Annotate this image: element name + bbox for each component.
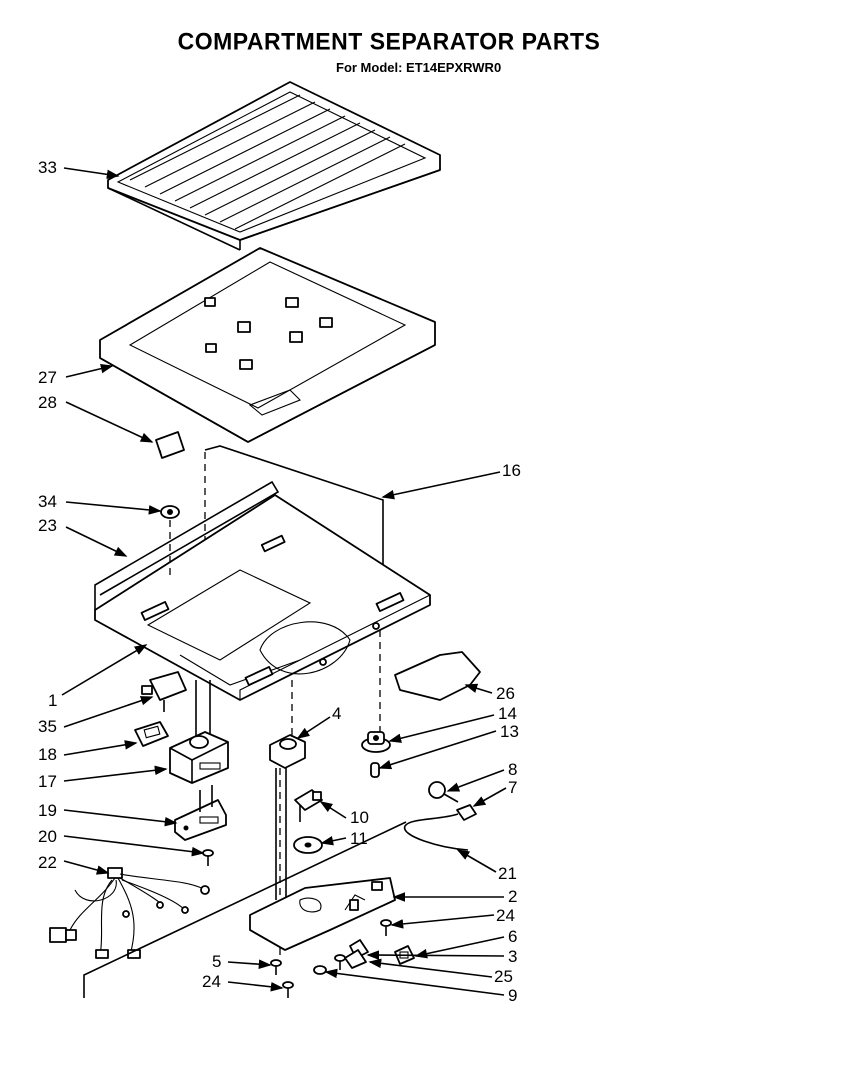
callout-11: 11 <box>350 829 368 848</box>
part-5-screw <box>270 959 282 975</box>
part-3-terminal-block <box>344 939 369 969</box>
callout-3: 3 <box>508 947 518 966</box>
part-11-grommet <box>293 836 323 854</box>
callout-1: 1 <box>48 691 58 710</box>
part-16-wire <box>204 445 384 580</box>
part-18-bracket <box>134 721 169 747</box>
part-2-base-plate <box>249 877 396 951</box>
part-4-sensor-holder <box>269 734 306 769</box>
callout-21: 21 <box>498 864 517 883</box>
callout-4: 4 <box>332 704 342 723</box>
callout-26: 26 <box>496 684 515 703</box>
part-24-screw-lower <box>282 981 294 998</box>
part-35-damper-knob <box>141 671 187 712</box>
callout-10: 10 <box>350 808 369 827</box>
callout-23: 23 <box>38 516 57 535</box>
callout-34: 34 <box>38 492 57 511</box>
callout-33: 33 <box>38 158 57 177</box>
callout-19: 19 <box>38 801 57 820</box>
part-34-nut <box>160 505 180 519</box>
callout-28: 28 <box>38 393 57 412</box>
model-subtitle: For Model: ET14EPXRWR0 <box>336 60 502 75</box>
callout-24-upper: 24 <box>496 906 515 925</box>
callout-2: 2 <box>508 887 518 906</box>
part-13-bulb <box>370 762 380 778</box>
part-10-switch <box>294 789 323 822</box>
part-8-terminal <box>428 781 459 803</box>
part-9-washer <box>313 965 327 975</box>
callout-8: 8 <box>508 760 518 779</box>
callout-14: 14 <box>498 704 517 723</box>
part-7-connector <box>456 804 477 821</box>
diagram-title: COMPARTMENT SEPARATOR PARTS <box>177 27 601 55</box>
part-20-screw <box>202 849 214 866</box>
callout-25: 25 <box>494 967 513 986</box>
callout-17: 17 <box>38 772 57 791</box>
part-23-separator-tray <box>94 480 431 701</box>
part-22-wire-harness <box>49 867 210 959</box>
callout-6: 6 <box>508 927 518 946</box>
callout-18: 18 <box>38 745 57 764</box>
callout-7: 7 <box>508 778 518 797</box>
callout-20: 20 <box>38 827 57 846</box>
part-28-clip <box>155 431 185 459</box>
part-24-screw-upper <box>380 919 392 936</box>
callout-27: 27 <box>38 368 57 387</box>
callout-13: 13 <box>500 722 519 741</box>
part-17-control-housing <box>169 731 229 784</box>
part-33-grille-cover <box>107 81 441 251</box>
callout-9: 9 <box>508 986 518 1005</box>
callout-24-lower: 24 <box>202 972 221 991</box>
callout-16: 16 <box>502 461 521 480</box>
part-26-gasket <box>394 651 481 701</box>
part-27-separator-frame <box>99 247 436 443</box>
part-14-knob <box>361 731 391 753</box>
callout-5: 5 <box>212 952 222 971</box>
callout-22: 22 <box>38 853 57 872</box>
part-25-screw <box>334 954 346 970</box>
part-19-bracket <box>174 785 227 841</box>
part-21-cord <box>403 813 469 851</box>
callout-35: 35 <box>38 717 57 736</box>
